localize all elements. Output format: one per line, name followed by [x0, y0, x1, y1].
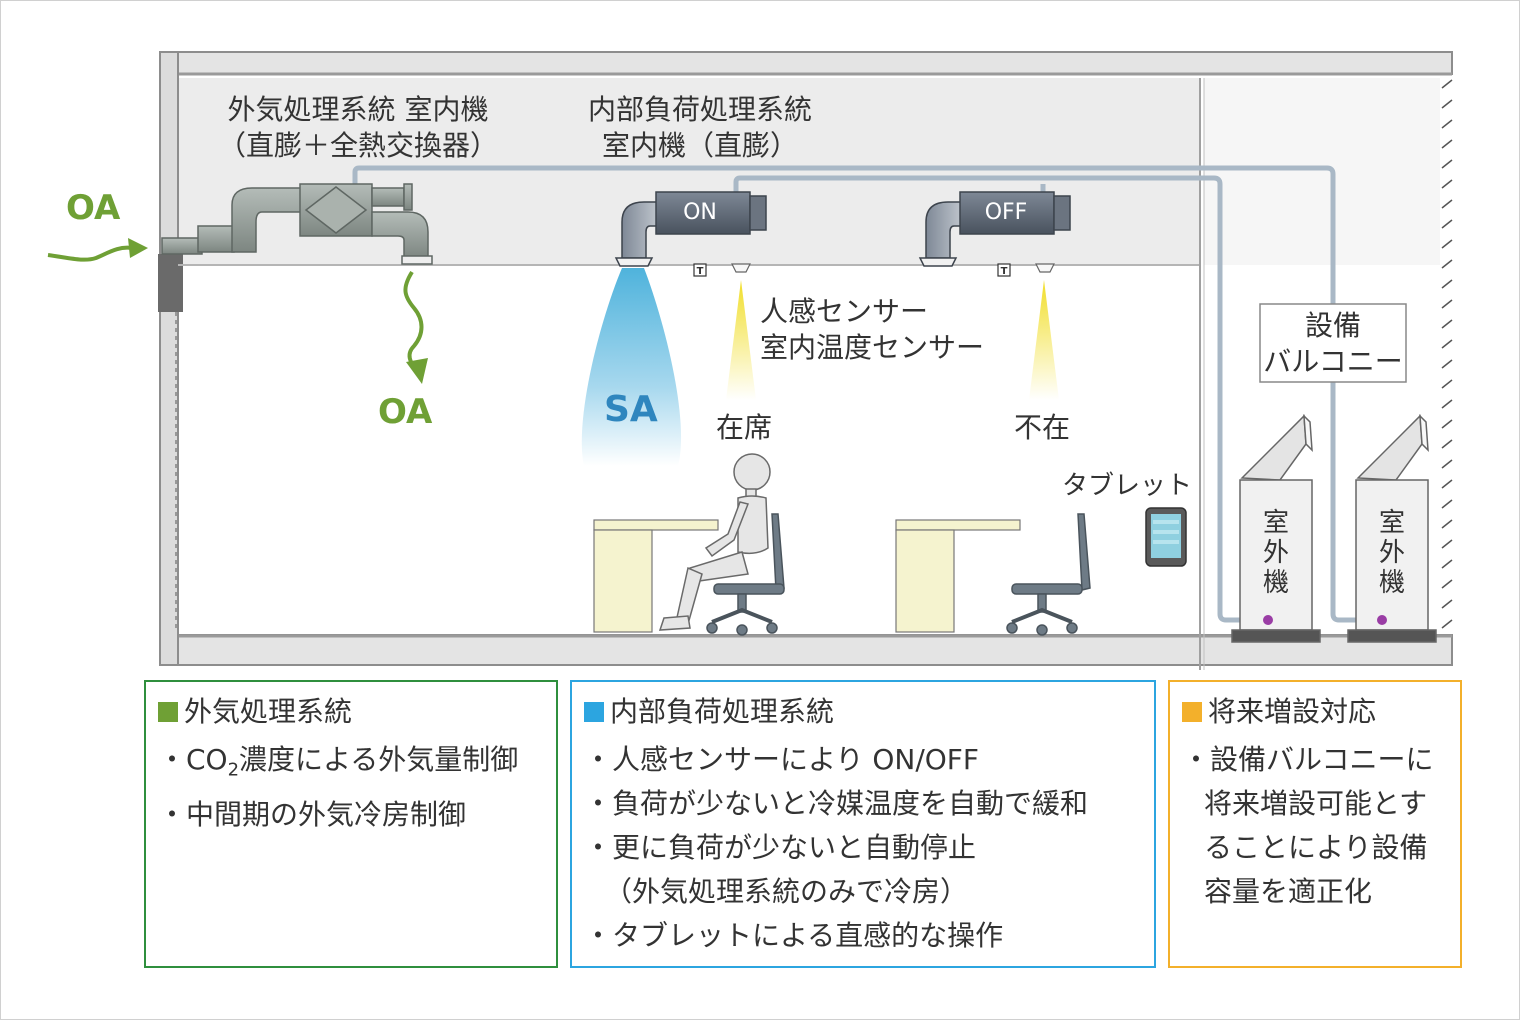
sa-plume	[581, 268, 682, 466]
inner-system-item: ・負荷が少ないと冷媒温度を自動で緩和	[584, 787, 1089, 820]
outdoor-unit	[1231, 414, 1437, 643]
oa-intake-label: OA	[66, 188, 121, 228]
sensor-beam-absent	[1029, 280, 1059, 400]
oa-system-item: ・中間期の外気冷房制御	[158, 797, 467, 831]
outdoor-unit-label: 室 外 機	[1262, 508, 1289, 598]
occupancy-sensor-text: 人感センサー	[760, 295, 929, 328]
absent-label: 不在	[1014, 411, 1071, 444]
inner-system-item: ・タブレットによる直感的な操作	[584, 919, 1004, 952]
balcony-label-box	[1259, 303, 1407, 383]
future-expansion-title: 将来増設対応	[1182, 692, 1452, 732]
oa-system-item: ・CO2濃度による外気量制御	[158, 743, 519, 781]
oa-unit-title: 外気処理系統 室内機	[227, 93, 489, 126]
balcony-label-line1: 設備	[1304, 309, 1361, 342]
unit-on-indicator: ON	[683, 200, 717, 225]
inner-unit-label: 内部負荷処理系統 室内機（直膨）	[560, 92, 840, 164]
inner-unit-title: 内部負荷処理系統	[587, 93, 812, 126]
oa-exhaust-label: OA	[378, 392, 433, 432]
future-expansion-item: ることにより設備	[1204, 831, 1428, 864]
outdoor-air-louver	[158, 254, 183, 312]
occupied-label: 在席	[716, 411, 773, 444]
outdoor-unit-label: 室 外 機	[1378, 508, 1405, 598]
orange-square-icon	[1182, 702, 1202, 722]
exterior-wall	[159, 51, 179, 666]
future-expansion-panel: 将来増設対応 ・設備バルコニーに 将来増設可能とす ることにより設備 容量を適正…	[1168, 680, 1462, 968]
inner-system-title: 内部負荷処理系統	[584, 692, 1146, 732]
office-chair	[706, 513, 1091, 636]
occupancy-sensor-icon	[731, 263, 1055, 273]
inner-system-item: （外気処理系統のみで冷房）	[604, 875, 969, 908]
temperature-sensor-text: 室内温度センサー	[760, 331, 985, 364]
balcony-label: 設備 バルコニー	[1260, 308, 1406, 380]
unit-off-indicator: OFF	[984, 200, 1028, 225]
tablet-icon	[1145, 507, 1187, 567]
balcony-label-line2: バルコニー	[1263, 345, 1403, 378]
sensor-label: 人感センサー 室内温度センサー	[760, 294, 984, 366]
sensor-beam-occupied	[726, 280, 756, 400]
inner-system-panel: 内部負荷処理系統 ・人感センサーにより ON/OFF ・負荷が少ないと冷媒温度を…	[570, 680, 1156, 968]
sa-label: SA	[604, 389, 658, 430]
green-square-icon	[158, 702, 178, 722]
tablet-label: タブレット	[1062, 471, 1193, 501]
oa-exhaust-arrow	[403, 270, 424, 372]
oa-system-panel: 外気処理系統 ・CO2濃度による外気量制御 ・中間期の外気冷房制御	[144, 680, 558, 968]
oa-unit-label: 外気処理系統 室内機 （直膨＋全熱交換器）	[200, 92, 516, 164]
oa-unit-duct	[161, 183, 433, 265]
thermostat-mark: T	[1001, 266, 1008, 277]
inner-unit-subtitle: 室内機（直膨）	[601, 129, 798, 162]
thermostat-mark: T	[697, 266, 704, 277]
future-expansion-item: 将来増設可能とす	[1204, 787, 1428, 820]
indoor-unit-on	[614, 191, 767, 267]
inner-system-item: ・更に負荷が少ないと自動停止	[584, 831, 977, 864]
indoor-unit-off	[918, 191, 1071, 267]
inner-system-item: ・人感センサーにより ON/OFF	[584, 743, 980, 776]
future-expansion-item: ・設備バルコニーに	[1182, 743, 1434, 776]
oa-intake-arrow	[47, 245, 133, 262]
oa-unit-subtitle: （直膨＋全熱交換器）	[217, 129, 498, 162]
seated-person	[658, 453, 771, 631]
future-expansion-item: 容量を適正化	[1204, 875, 1373, 908]
balcony-wall-hatch	[1441, 79, 1453, 629]
oa-system-title: 外気処理系統	[158, 692, 548, 732]
desk	[593, 519, 1021, 633]
blue-square-icon	[584, 702, 604, 722]
thermostat-icon	[693, 263, 1011, 277]
